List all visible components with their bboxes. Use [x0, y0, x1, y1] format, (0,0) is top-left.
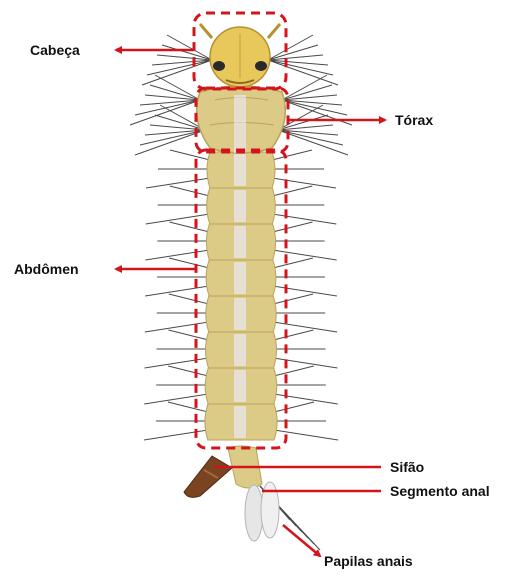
abdomen-midline	[234, 262, 246, 294]
larva-siphon	[184, 456, 232, 497]
anal-segment-label: Segmento anal	[390, 483, 490, 499]
seta	[273, 258, 313, 268]
seta	[274, 394, 338, 404]
seta	[145, 322, 209, 332]
siphon-label: Sifão	[390, 459, 424, 475]
abdomen-midline	[234, 334, 246, 366]
seta	[168, 402, 208, 412]
seta	[146, 214, 210, 224]
seta	[272, 214, 336, 224]
abdomen-midline	[234, 406, 246, 438]
seta	[145, 250, 209, 260]
seta	[272, 186, 312, 196]
seta	[272, 178, 336, 188]
seta	[273, 250, 337, 260]
seta	[145, 286, 209, 296]
seta	[272, 150, 312, 160]
abdomen-label: Abdômen	[14, 261, 79, 277]
seta	[268, 60, 338, 85]
abdomen-midline	[234, 190, 246, 222]
seta	[273, 286, 337, 296]
seta	[274, 366, 314, 376]
larva-abdomen	[205, 152, 277, 440]
anal-papillae-label: Papilas anais	[324, 553, 413, 569]
seta	[273, 222, 313, 232]
abdomen-midline	[234, 370, 246, 402]
head-label: Cabeça	[30, 42, 80, 58]
seta	[142, 60, 212, 85]
seta	[274, 402, 314, 412]
seta	[273, 322, 337, 332]
seta	[274, 358, 338, 368]
abdomen-midline	[234, 154, 246, 186]
abdomen-midline	[234, 226, 246, 258]
seta	[274, 430, 338, 440]
abdomen-midline	[234, 298, 246, 330]
seta	[169, 222, 209, 232]
seta	[145, 358, 209, 368]
seta	[168, 366, 208, 376]
seta	[144, 394, 208, 404]
seta	[144, 430, 208, 440]
seta	[274, 330, 314, 340]
larva-head	[200, 24, 280, 87]
seta	[273, 294, 313, 304]
seta	[169, 258, 209, 268]
seta	[146, 178, 210, 188]
thorax-label: Tórax	[395, 112, 433, 128]
seta	[170, 186, 210, 196]
seta	[169, 330, 209, 340]
seta	[169, 294, 209, 304]
larva-thorax	[197, 86, 286, 153]
